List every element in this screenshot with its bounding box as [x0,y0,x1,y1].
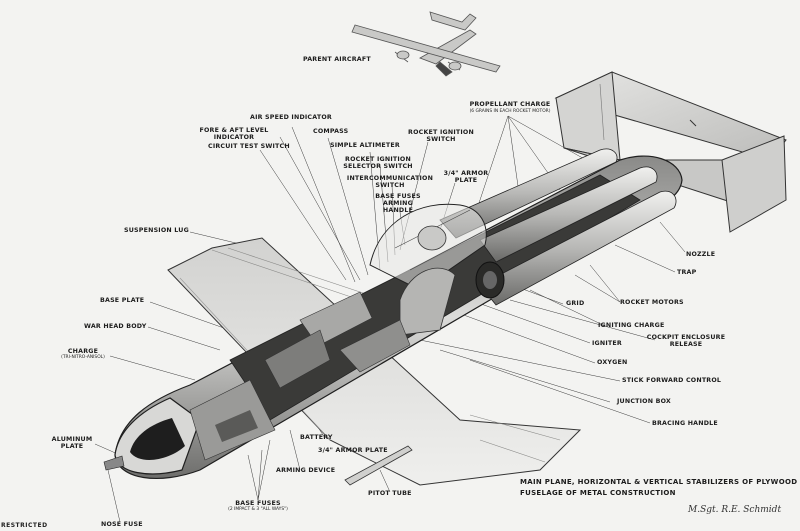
label-base-fuses: BASE FUSES [235,500,281,507]
label-rocket-ignition-selector-line2: SELECTOR SWITCH [343,163,413,170]
label-battery: BATTERY [300,434,333,441]
label-bracing-handle: BRACING HANDLE [652,420,718,427]
label-simple-altimeter: SIMPLE ALTIMETER [330,142,400,149]
label-parent-aircraft: PARENT AIRCRAFT [303,56,371,63]
label-oxygen: OXYGEN [597,359,628,366]
label-trap: TRAP [677,269,697,276]
label-nose-fuse: NOSE FUSE [101,521,143,528]
label-rocket-motors: ROCKET MOTORS [620,299,684,306]
label-intercommunication-line2: SWITCH [375,182,405,189]
label-intercommunication: INTERCOMMUNICATION [346,175,434,182]
label-base-plate: BASE PLATE [100,297,145,304]
label-armor-plate-bottom: 3/4" ARMOR PLATE [318,447,388,454]
label-charge: CHARGE [67,348,99,355]
nose-fuse-part [103,455,125,471]
label-base-fuses-sub: (2 IMPACT & 3 "ALL WAYS") [228,507,288,512]
restricted-stamp: RESTRICTED [1,522,48,529]
label-aluminum-plate-line2: PLATE [60,443,84,450]
construction-note-line2: FUSELAGE OF METAL CONSTRUCTION [520,489,676,497]
parent-aircraft-sketch [351,11,501,77]
label-rocket-ignition-switch-line2: SWITCH [426,136,456,143]
label-base-fuses-arming-line2: ARMING [383,200,413,207]
artist-signature: M.Sgt. R.E. Schmidt [688,505,782,515]
label-arming-device: ARMING DEVICE [276,467,336,474]
label-compass: COMPASS [313,128,349,135]
label-charge-sub: (TRI-NITRO-ANISOL) [61,355,105,360]
label-base-fuses-arming: BASE FUSES [375,193,421,200]
label-fore-aft-level-line2: INDICATOR [213,134,255,141]
label-stick-forward-control: STICK FORWARD CONTROL [622,377,722,384]
label-cockpit-enclosure-line2: RELEASE [669,341,703,348]
label-war-head-body: WAR HEAD BODY [84,323,147,330]
label-rocket-ignition-selector: ROCKET IGNITION [345,156,411,163]
label-armor-plate-top-line2: PLATE [454,177,478,184]
label-junction-box: JUNCTION BOX [617,398,671,405]
label-base-fuses-arming-line3: HANDLE [382,207,414,214]
label-grid: GRID [566,300,585,307]
label-pitot-tube: PITOT TUBE [368,490,412,497]
pitot-tube-part [344,445,413,486]
label-aluminum-plate: ALUMINUM [51,436,93,443]
label-nozzle: NOZZLE [686,251,716,258]
label-suspension-lug: SUSPENSION LUG [124,227,189,234]
label-igniter: IGNITER [592,340,622,347]
label-propellant-charge-sub: (6 GRAINS IN EACH ROCKET MOTOR) [469,109,551,114]
label-propellant-charge: PROPELLANT CHARGE [469,101,551,108]
label-igniting-charge: IGNITING CHARGE [598,322,665,329]
construction-note-line1: MAIN PLANE, HORIZONTAL & VERTICAL STABIL… [520,478,798,486]
label-cockpit-enclosure: COCKPIT ENCLOSURE [646,334,726,341]
cockpit [264,203,487,389]
label-rocket-ignition-switch: ROCKET IGNITION [408,129,474,136]
label-circuit-test-switch: CIRCUIT TEST SWITCH [208,143,290,150]
label-air-speed-indicator: AIR SPEED INDICATOR [250,114,332,121]
leader-lines [94,115,686,523]
label-armor-plate-top: 3/4" ARMOR [443,170,489,177]
label-fore-aft-level: FORE & AFT LEVEL [199,127,269,134]
rocket-motors [439,148,677,306]
